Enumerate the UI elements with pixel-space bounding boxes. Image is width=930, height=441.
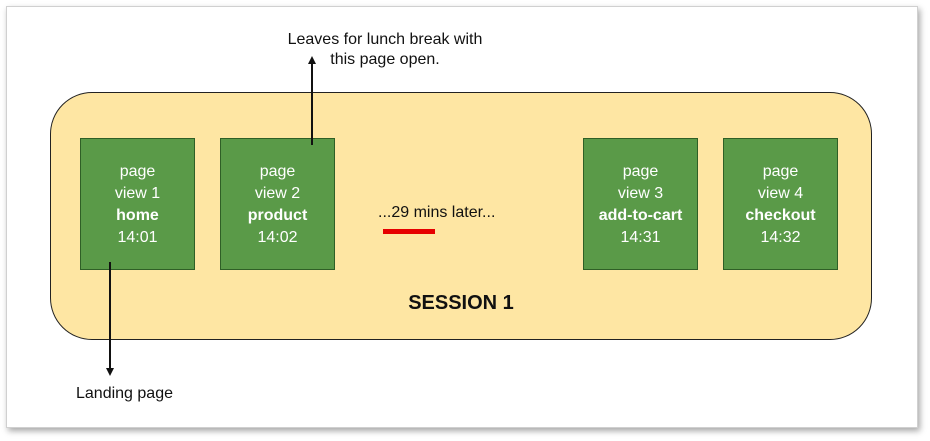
- page-view-2-line2: view 2: [254, 185, 301, 202]
- page-view-4-name: checkout: [745, 207, 816, 224]
- page-view-3-line1: page: [622, 163, 659, 180]
- session-label: SESSION 1: [408, 292, 514, 314]
- time-gap-text: ...29 mins later...: [378, 204, 496, 221]
- time-gap-highlight: [383, 229, 435, 234]
- page-view-2-name: product: [247, 207, 308, 224]
- page-view-3-time: 14:31: [620, 229, 661, 246]
- landing-page-annotation: Landing page: [76, 385, 173, 402]
- page-view-1-line1: page: [119, 163, 156, 180]
- lunch-break-annotation: Leaves for lunch break with this page op…: [250, 30, 520, 70]
- page-view-3-name: add-to-cart: [598, 207, 683, 224]
- lunch-break-annotation-line2: this page open.: [330, 51, 440, 68]
- page-view-1: page view 1 home 14:01: [80, 138, 195, 270]
- page-view-2-line1: page: [259, 163, 296, 180]
- page-view-2-time: 14:02: [257, 229, 298, 246]
- page-view-3: page view 3 add-to-cart 14:31: [583, 138, 698, 270]
- page-view-4-line1: page: [762, 163, 799, 180]
- page-view-2: page view 2 product 14:02: [220, 138, 335, 270]
- page-view-4-line2: view 4: [757, 185, 804, 202]
- page-view-1-time: 14:01: [117, 229, 158, 246]
- page-view-1-line2: view 1: [114, 185, 161, 202]
- page-view-4: page view 4 checkout 14:32: [723, 138, 838, 270]
- page-view-1-name: home: [116, 207, 159, 224]
- page-view-3-line2: view 3: [617, 185, 664, 202]
- page-view-4-time: 14:32: [760, 229, 801, 246]
- lunch-break-annotation-line1: Leaves for lunch break with: [287, 31, 483, 48]
